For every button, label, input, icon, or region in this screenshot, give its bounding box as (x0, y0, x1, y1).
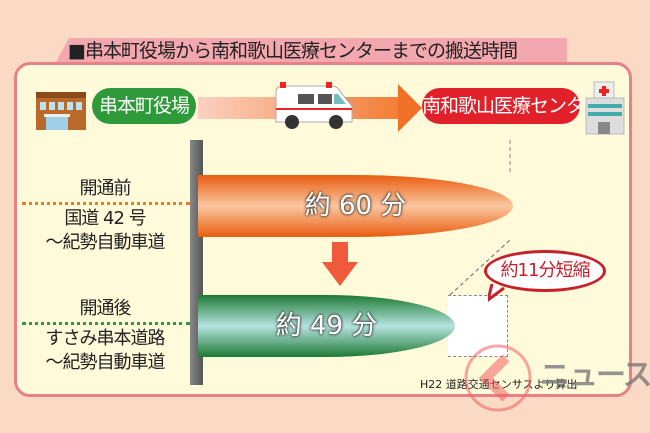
arrow-head-icon (398, 84, 422, 132)
title-band (55, 38, 567, 64)
hospital-icon (585, 81, 625, 135)
after-time-bar: 約 49 分 (198, 295, 455, 357)
ambulance-icon (275, 82, 353, 129)
before-route-2: ～紀勢自動車道 (45, 232, 166, 253)
bubble-tail (488, 284, 505, 302)
before-divider (22, 202, 190, 205)
down-arrow-icon (322, 242, 358, 286)
after-divider (22, 322, 190, 325)
watermark-logo-icon (464, 344, 532, 412)
after-route-1: すさみ串本道路 (45, 328, 166, 349)
before-time-bar: 約 60 分 (198, 175, 513, 237)
destination-label: 南和歌山医療センター (422, 88, 603, 124)
after-route-2: ～紀勢自動車道 (45, 352, 166, 373)
before-heading: 開通前 (79, 178, 132, 199)
after-heading: 開通後 (79, 298, 132, 319)
origin-label: 串本町役場 (92, 88, 196, 124)
before-route-1: 国道 42 号 (64, 208, 146, 229)
savings-bubble: 約11分短縮 (484, 250, 606, 292)
town-hall-icon (36, 92, 86, 130)
comparison-guides (449, 140, 511, 296)
page-title: ■串本町役場から南和歌山医療センターまでの搬送時間 (68, 40, 518, 62)
watermark-line1: ニュース (540, 358, 650, 393)
